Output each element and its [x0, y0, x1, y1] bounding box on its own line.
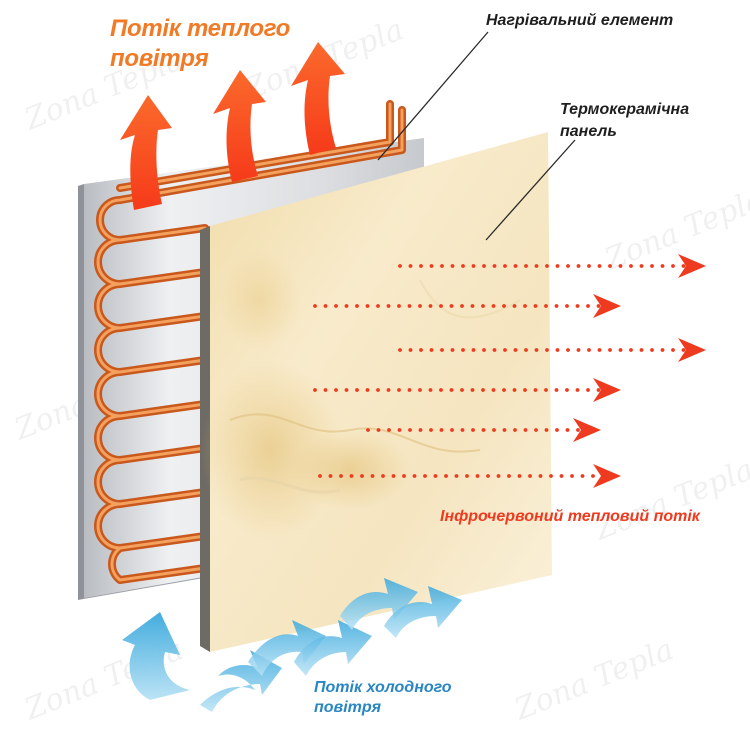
- infrared-arrow-icon: [366, 418, 601, 442]
- cold-air-arrow-icon: [294, 620, 372, 676]
- warm-air-arrow-icon: [120, 95, 172, 210]
- infrared-flow-label: Інфрочервоний тепловий потік: [440, 508, 700, 525]
- watermark: Zona Tepla: [599, 182, 750, 278]
- warm-air-arrows: [120, 42, 345, 210]
- warm-air-label: Потік теплого повітря: [110, 15, 291, 72]
- cold-air-arrows: [122, 578, 462, 712]
- infrared-arrow-icon: [398, 254, 706, 278]
- heating-element-leader: [377, 31, 489, 161]
- cold-air-arrow-icon: [248, 620, 326, 676]
- thermoceramic-panel: [200, 132, 552, 652]
- cold-air-arrow-icon: [122, 612, 190, 700]
- cold-air-arrow-icon: [384, 586, 462, 638]
- watermark: Zona Tepla: [509, 632, 679, 728]
- ceramic-panel-label: Термокерамічна панель: [560, 101, 690, 140]
- warm-air-arrow-icon: [213, 70, 266, 182]
- infrared-arrow-icon: [313, 378, 621, 402]
- heating-element-label: Нагрівальний елемент: [486, 12, 674, 29]
- cold-air-label: Потік холодного повітря: [314, 679, 452, 716]
- cold-air-arrow-icon: [340, 578, 418, 630]
- ceramic-panel-leader: [485, 139, 576, 241]
- warm-air-arrow-icon: [291, 42, 345, 155]
- watermark: Zona Tepla: [589, 452, 750, 548]
- heating-element-coil: [94, 100, 406, 584]
- infrared-arrow-icon: [313, 294, 621, 318]
- infrared-arrow-icon: [398, 338, 706, 362]
- infrared-arrow-icon: [318, 464, 621, 488]
